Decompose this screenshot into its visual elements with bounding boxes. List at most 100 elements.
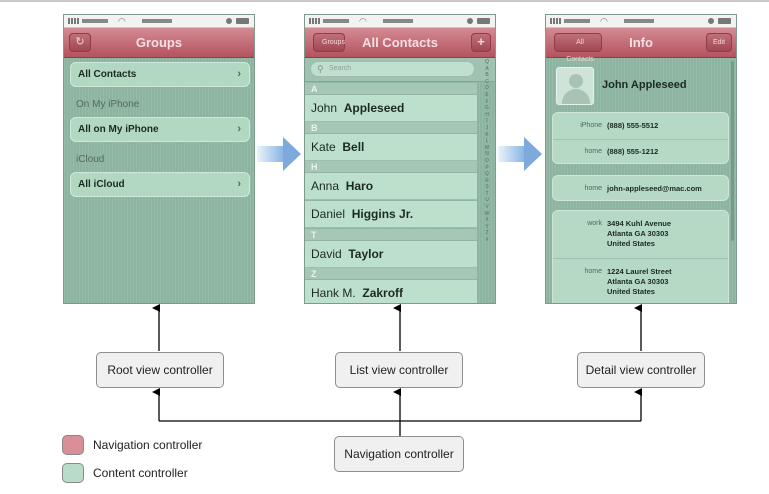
index-letter[interactable]: # bbox=[485, 237, 489, 244]
contact-name: John Appleseed bbox=[602, 79, 687, 91]
index-letter[interactable]: K bbox=[485, 131, 489, 138]
index-letter[interactable]: I bbox=[486, 118, 488, 125]
time-placeholder bbox=[624, 19, 654, 23]
contact-row[interactable]: Hank M. Zakroff bbox=[305, 280, 477, 303]
index-letter[interactable]: E bbox=[485, 91, 489, 98]
contact-first-name: Daniel bbox=[311, 207, 346, 221]
phone-label: home bbox=[584, 148, 602, 155]
index-letter[interactable]: F bbox=[485, 98, 489, 105]
lock-icon bbox=[226, 18, 232, 24]
index-letter[interactable]: X bbox=[485, 217, 489, 224]
address-row[interactable]: work 3494 Kuhl Avenue Atlanta GA 30303 U… bbox=[553, 211, 728, 258]
nav-title: Groups bbox=[135, 35, 183, 50]
phone-row[interactable]: home (888) 555-1212 bbox=[553, 139, 728, 165]
address-group: work 3494 Kuhl Avenue Atlanta GA 30303 U… bbox=[552, 210, 729, 303]
phone-label: iPhone bbox=[580, 122, 602, 129]
index-letter[interactable]: W bbox=[484, 210, 490, 217]
nav-title: All Contacts bbox=[362, 35, 438, 50]
address-line: Atlanta GA 30303 bbox=[607, 277, 669, 286]
contact-row[interactable]: Anna Haro bbox=[305, 173, 477, 200]
address-line: Atlanta GA 30303 bbox=[607, 229, 669, 238]
address-label: home bbox=[584, 268, 602, 275]
phone-value: (888) 555-1212 bbox=[607, 147, 659, 156]
index-letter[interactable]: Q bbox=[485, 59, 489, 65]
index-letter[interactable]: Z bbox=[485, 230, 489, 237]
chevron-right-icon: › bbox=[237, 123, 241, 135]
carrier-placeholder bbox=[323, 19, 349, 23]
index-letter[interactable]: D bbox=[485, 85, 489, 92]
index-letter[interactable]: H bbox=[485, 111, 489, 118]
contact-row[interactable]: David Taylor bbox=[305, 241, 477, 268]
lock-icon bbox=[708, 18, 714, 24]
contact-row[interactable]: Kate Bell bbox=[305, 134, 477, 161]
index-letter[interactable]: Q bbox=[485, 171, 489, 178]
battery-icon bbox=[477, 18, 490, 24]
group-cell-label: All on My iPhone bbox=[78, 124, 159, 135]
index-letter[interactable]: S bbox=[485, 184, 489, 191]
status-bar: ◠ bbox=[546, 15, 736, 28]
navigation-bar: ↻ Groups bbox=[64, 28, 254, 58]
search-icon: ⚲ bbox=[317, 64, 324, 74]
index-letter[interactable]: L bbox=[485, 138, 489, 145]
contact-row[interactable]: John Appleseed bbox=[305, 95, 477, 122]
contact-last-name: Appleseed bbox=[343, 101, 405, 115]
group-cell-all-iphone[interactable]: All on My iPhone › bbox=[70, 117, 250, 142]
index-letter[interactable]: C bbox=[485, 78, 489, 85]
email-row[interactable]: home john-appleseed@mac.com bbox=[553, 176, 728, 202]
battery-icon bbox=[236, 18, 249, 24]
signal-icon bbox=[309, 18, 321, 24]
section-header-b: B bbox=[305, 122, 477, 134]
legend-swatch-navigation bbox=[62, 435, 84, 455]
index-letter[interactable]: R bbox=[485, 177, 489, 184]
address-line: United States bbox=[607, 239, 655, 248]
edit-button[interactable]: Edit bbox=[706, 33, 732, 52]
email-value: john-appleseed@mac.com bbox=[607, 184, 702, 193]
index-letter[interactable]: B bbox=[485, 72, 489, 79]
index-letter[interactable]: U bbox=[485, 197, 489, 204]
index-letter[interactable]: A bbox=[485, 65, 489, 72]
index-letter[interactable]: V bbox=[485, 204, 489, 211]
root-view-controller-box: Root view controller bbox=[96, 352, 224, 388]
refresh-button[interactable]: ↻ bbox=[69, 33, 91, 52]
group-cell-all-icloud[interactable]: All iCloud › bbox=[70, 172, 250, 197]
group-cell-all-contacts[interactable]: All Contacts › bbox=[70, 62, 250, 87]
address-line: 3494 Kuhl Avenue bbox=[607, 219, 672, 228]
signal-icon bbox=[550, 18, 562, 24]
search-input[interactable]: ⚲ Search bbox=[310, 61, 475, 77]
time-placeholder bbox=[383, 19, 413, 23]
navigation-controller-box: Navigation controller bbox=[334, 436, 464, 472]
legend-label-content: Content controller bbox=[93, 466, 188, 480]
refresh-icon: ↻ bbox=[75, 36, 85, 48]
email-group: home john-appleseed@mac.com bbox=[552, 175, 729, 201]
index-letter[interactable]: G bbox=[485, 105, 489, 112]
group-cell-label: All iCloud bbox=[78, 179, 125, 190]
index-letter[interactable]: N bbox=[485, 151, 489, 158]
index-letter[interactable]: O bbox=[485, 157, 489, 164]
section-header-t: T bbox=[305, 229, 477, 241]
back-button[interactable]: All Contacts bbox=[554, 33, 602, 63]
contact-photo[interactable] bbox=[556, 67, 594, 105]
search-bar: ⚲ Search bbox=[305, 58, 495, 82]
index-letter[interactable]: M bbox=[484, 144, 490, 151]
contact-last-name: Haro bbox=[345, 179, 374, 193]
index-letter[interactable]: P bbox=[485, 164, 489, 171]
contact-row[interactable]: Daniel Higgins Jr. bbox=[305, 201, 477, 228]
phone-row[interactable]: iPhone (888) 555-5512 bbox=[553, 113, 728, 139]
chevron-right-icon: › bbox=[237, 178, 241, 190]
index-letter[interactable]: T bbox=[485, 190, 489, 197]
index-letter[interactable]: Y bbox=[485, 223, 489, 230]
back-button[interactable]: Groups bbox=[313, 33, 345, 52]
contact-first-name: David bbox=[311, 247, 342, 261]
battery-icon bbox=[718, 18, 731, 24]
status-bar: ◠ bbox=[64, 15, 254, 28]
index-letter[interactable]: J bbox=[485, 124, 489, 131]
add-button[interactable]: + bbox=[471, 33, 491, 52]
wifi-icon: ◠ bbox=[359, 16, 367, 26]
list-view-controller-box: List view controller bbox=[335, 352, 463, 388]
person-icon bbox=[569, 74, 583, 88]
contact-first-name: Hank M. bbox=[311, 286, 356, 300]
address-row[interactable]: home 1224 Laurel Street Atlanta GA 30303… bbox=[553, 258, 728, 303]
section-header-z: Z bbox=[305, 268, 477, 280]
transition-arrow-icon bbox=[498, 137, 542, 171]
